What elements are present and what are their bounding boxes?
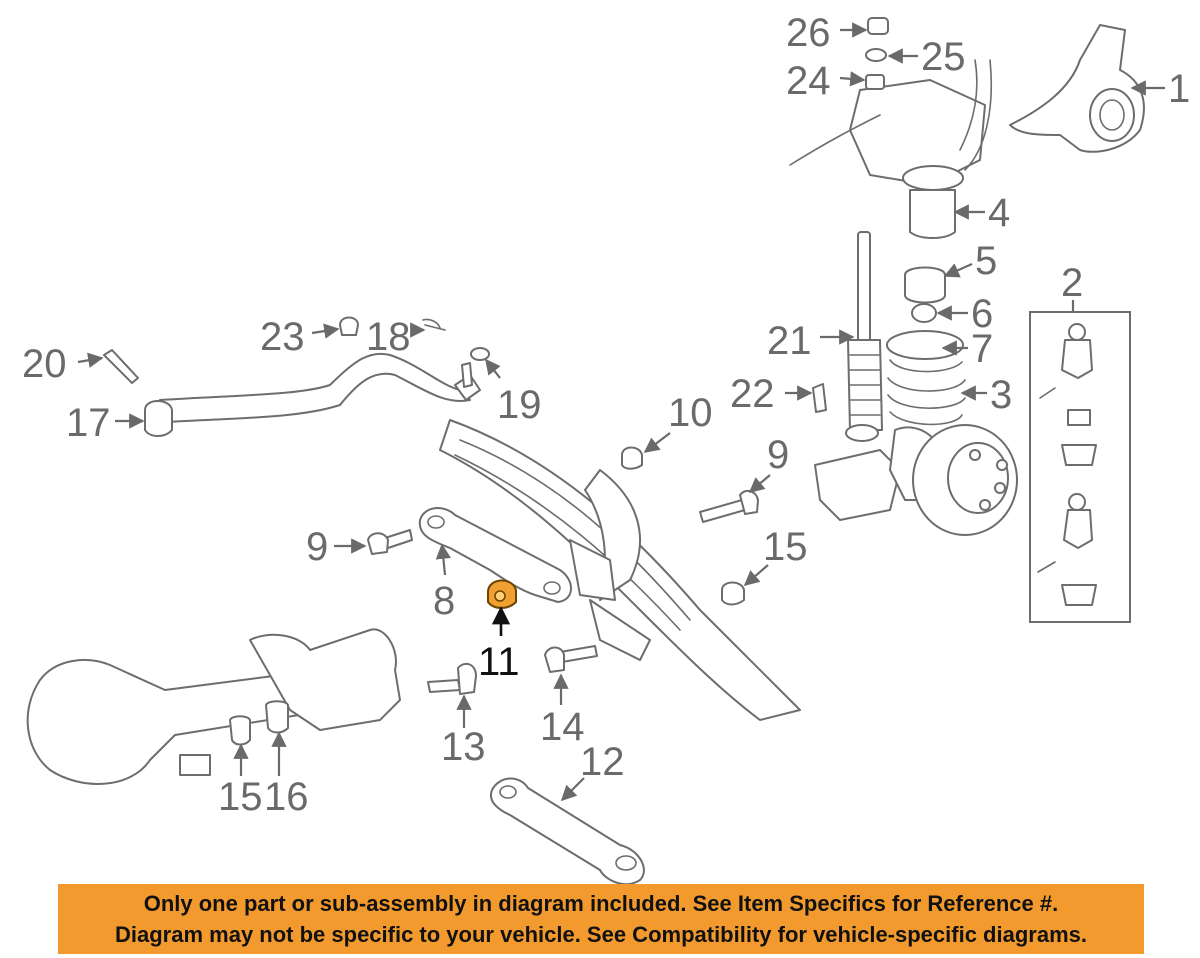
disclaimer-line-1: Only one part or sub-assembly in diagram… bbox=[143, 891, 1059, 916]
part-3-coil-spring bbox=[886, 330, 966, 426]
small-hardware bbox=[103, 316, 827, 413]
callout-11: 11 bbox=[478, 640, 520, 684]
callout-1: 1 bbox=[1168, 67, 1190, 111]
frame-rail bbox=[439, 419, 801, 721]
callout-numbers: 1 2 3 4 5 6 7 8 9 9 10 11 12 13 14 15 15… bbox=[22, 11, 1190, 819]
callout-4: 4 bbox=[988, 191, 1010, 235]
callout-21: 21 bbox=[767, 319, 812, 363]
callout-15-left: 15 bbox=[218, 775, 263, 819]
part-1-knuckle bbox=[1009, 24, 1145, 153]
callout-12: 12 bbox=[580, 740, 625, 784]
callout-9-left: 9 bbox=[306, 525, 328, 569]
callout-20: 20 bbox=[22, 342, 67, 386]
callout-7: 7 bbox=[971, 327, 993, 371]
part-15-nut-right bbox=[721, 581, 745, 606]
part-11-nut-highlighted bbox=[487, 579, 517, 609]
callout-19: 19 bbox=[497, 383, 542, 427]
part-9-bolts bbox=[367, 489, 759, 555]
part-8-link bbox=[418, 507, 572, 603]
disclaimer-banner: Only one part or sub-assembly in diagram… bbox=[58, 884, 1144, 954]
callout-3: 3 bbox=[990, 373, 1012, 417]
callout-17: 17 bbox=[66, 401, 111, 445]
callout-18: 18 bbox=[366, 315, 411, 359]
part-17-stabilizer-bar bbox=[144, 352, 481, 437]
disclaimer-line-2: Diagram may not be specific to your vehi… bbox=[115, 922, 1087, 947]
callout-8: 8 bbox=[433, 579, 455, 623]
callout-15-right: 15 bbox=[763, 525, 808, 569]
callout-9-right: 9 bbox=[767, 433, 789, 477]
hub-rotor-assembly bbox=[814, 424, 1018, 536]
part-5-6-bushings bbox=[904, 266, 946, 323]
callout-2: 2 bbox=[1061, 261, 1083, 305]
callout-22: 22 bbox=[730, 372, 775, 416]
callout-13: 13 bbox=[441, 725, 486, 769]
part-10-nut bbox=[621, 446, 643, 470]
part-4-bumper bbox=[902, 165, 964, 239]
callout-16: 16 bbox=[264, 775, 309, 819]
axle-housing bbox=[26, 628, 401, 785]
callout-6: 6 bbox=[971, 292, 993, 336]
callout-24: 24 bbox=[786, 59, 831, 103]
leader-lines bbox=[77, 22, 1165, 802]
callout-10: 10 bbox=[668, 391, 713, 435]
callout-14: 14 bbox=[540, 705, 585, 749]
part-12-arm bbox=[490, 777, 645, 886]
part-2-ball-joint-kit bbox=[1029, 311, 1131, 623]
callout-25: 25 bbox=[921, 35, 966, 79]
parts-24-26-hardware bbox=[865, 17, 889, 90]
callout-5: 5 bbox=[975, 239, 997, 283]
callout-23: 23 bbox=[260, 315, 305, 359]
part-13-14-bolts bbox=[427, 645, 598, 695]
part-21-shock bbox=[845, 231, 883, 442]
callout-26: 26 bbox=[786, 11, 831, 55]
